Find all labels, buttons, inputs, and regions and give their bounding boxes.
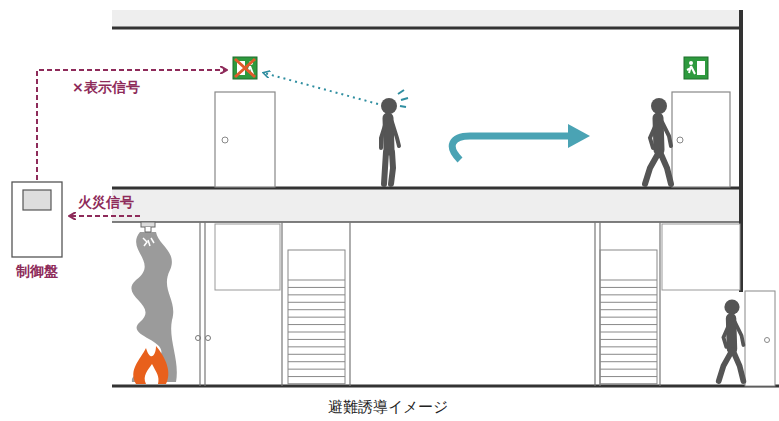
- door-knob: [222, 137, 228, 143]
- ground-line: [112, 385, 779, 388]
- surprise-marks: [398, 90, 408, 107]
- sight-line: [264, 73, 378, 104]
- direction-arrow: [452, 136, 572, 160]
- panel-label: 制御盤: [6, 263, 68, 281]
- roof-slab: [112, 10, 740, 28]
- control-panel: 制御盤: [6, 181, 68, 281]
- signal-label: 火災信号: [78, 194, 134, 211]
- fire-core: [145, 364, 159, 384]
- person-figure: [381, 98, 399, 184]
- fire-signal-line: [70, 215, 140, 217]
- signal-label: ×表示信号: [72, 79, 140, 96]
- floor-line: [112, 187, 742, 190]
- staircase: [600, 250, 657, 384]
- person-figure: [719, 299, 744, 381]
- floor-slab: [112, 188, 740, 222]
- door-knob: [677, 137, 683, 143]
- ceiling-line: [112, 27, 742, 30]
- wall-panel: [662, 224, 740, 290]
- exit-sign: [684, 57, 708, 79]
- staircase: [288, 250, 345, 384]
- direction-arrowhead: [568, 124, 590, 148]
- door-knob: [196, 336, 201, 341]
- smoke-detector: [141, 222, 155, 246]
- display-signal-line: [37, 70, 226, 180]
- floor-underside: [112, 221, 742, 223]
- door: [215, 92, 275, 187]
- control-panel-box: [6, 181, 68, 259]
- door: [745, 291, 775, 386]
- door: [672, 92, 730, 187]
- door-knob: [206, 336, 211, 341]
- wall-panel: [215, 224, 280, 290]
- fire: [133, 346, 168, 384]
- door-knob: [765, 338, 770, 343]
- caption: 避難誘導イメージ: [328, 398, 448, 417]
- person-figure: [645, 98, 671, 184]
- exit-sign-crossed: [233, 57, 257, 79]
